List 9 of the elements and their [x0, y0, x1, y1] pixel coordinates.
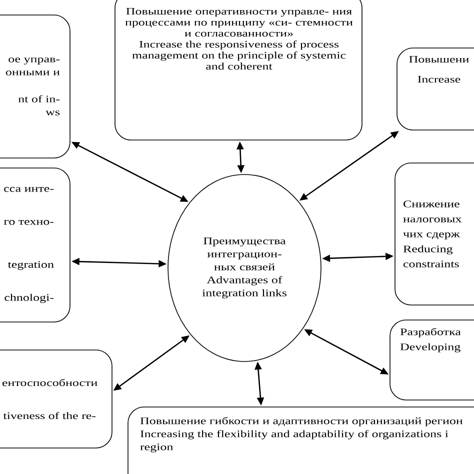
rounded-box: ое управ- онными и nt of in- ws: [0, 14, 70, 158]
rounded-box: Снижение налоговых чих сдерж Reducing constraints: [394, 162, 474, 306]
ellipse-node: Преимущества интеграцион- ных связей Advantages of integration links: [168, 174, 322, 362]
rounded-box: Повышение оперативности управле- ния процессами по принципу «си- стемности и согласованности» Increase the responsiveness of process management on the principle of systemic and coherent: [114, 0, 362, 140]
rounded-box: ентоспособности tiveness of the re-: [0, 350, 112, 448]
rounded-box: сса инте- го техно- tegration chnologi-: [0, 168, 70, 322]
rounded-box: Повышение гибкости и адаптивности организаций регион Increasing the flexibility and adaptability of organizations i region: [128, 406, 474, 474]
rounded-box: Повышени Increase: [396, 48, 474, 130]
rounded-box: Разработка Developing: [390, 320, 474, 400]
